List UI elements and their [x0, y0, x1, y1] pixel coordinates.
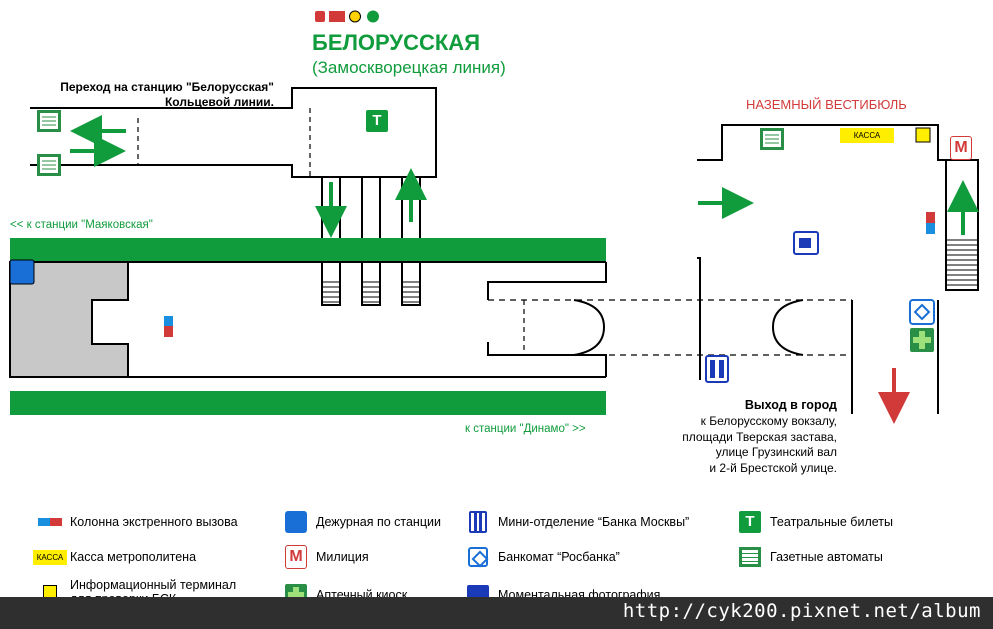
newspaper-machine-icon [760, 128, 784, 150]
legend-item: Мини-отделение “Банка Москвы” [464, 510, 689, 534]
exit-line: улице Грузинский вал [715, 445, 837, 459]
newspaper-machine-icon [37, 110, 61, 132]
mts-logo-icon [329, 11, 345, 22]
exit-title: Выход в город [744, 398, 837, 412]
pharmacy-kiosk-icon [910, 328, 934, 352]
police-icon: М [950, 136, 972, 160]
watermark-url: http://cyk200.pixnet.net/album [622, 600, 981, 622]
legend-label: Колонна экстренного вызова [70, 515, 238, 529]
legend-item: Газетные автоматы [736, 545, 883, 569]
bank-moscow-icon [705, 355, 729, 383]
kassa-icon: КАССА [32, 545, 68, 569]
exit-line: и 2-й Брестской улице. [709, 460, 837, 475]
newspaper-machine-icon [37, 154, 61, 176]
emergency-column-icon [926, 212, 935, 223]
legend-item: Т Театральные билеты [736, 510, 893, 534]
beeline-logo-icon [349, 10, 361, 23]
transfer-corridor [30, 87, 437, 178]
legend-label: Мини-отделение “Банка Москвы” [498, 515, 690, 529]
legend-label: Газетные автоматы [770, 550, 883, 564]
station-map [9, 10, 979, 424]
kassa-icon-text: КАССА [32, 549, 68, 565]
track-top [10, 238, 606, 262]
legend-label: Театральные билеты [770, 515, 893, 529]
theatre-letter: Т [739, 511, 761, 533]
kassa-icon: КАССА [840, 128, 894, 143]
legend-label: Милиция [316, 550, 369, 564]
bank-moscow-icon [464, 510, 492, 534]
transfer-label: Переход на станцию "Белорусская" Кольцев… [60, 80, 274, 109]
vestibule [697, 124, 979, 414]
police-icon-letter: М [285, 545, 307, 569]
emergency-column-icon [36, 510, 64, 534]
emergency-column-icon [164, 316, 173, 326]
vestibule-label: НАЗЕМНЫЙ ВЕСТИБЮЛЬ [746, 97, 907, 112]
police-icon: М [282, 545, 310, 569]
theatre-tickets-icon: Т [366, 110, 388, 132]
direction-dinamo: к станции "Динамо" >> [465, 423, 586, 435]
metro-logo-icon [315, 11, 325, 22]
vestibule-passage [488, 299, 853, 356]
rosbank-atm-icon [909, 299, 935, 325]
exit-line: площади Тверская застава, [682, 429, 837, 444]
track-bottom [10, 391, 606, 415]
legend-item: М Милиция [282, 545, 369, 569]
exit-directions: к Белорусскому вокзалу, площади Тверская… [600, 414, 837, 476]
duty-room-icon [9, 259, 35, 285]
header-logos [315, 10, 379, 23]
page-subtitle: (Замоскворецкая линия) [312, 58, 506, 77]
legend-label: Касса метрополитена [70, 550, 197, 564]
page-title: БЕЛОРУССКАЯ [312, 30, 481, 55]
legend-label: Дежурная по станции [316, 515, 441, 529]
legend-item: Банкомат “Росбанка” [464, 545, 620, 569]
rosbank-atm-icon [464, 545, 492, 569]
vestibule-stairs [946, 239, 978, 286]
legend-label: Банкомат “Росбанка” [498, 550, 620, 564]
legend-item: Дежурная по станции [282, 510, 441, 534]
direction-mayakovskaya: << к станции "Маяковская" [10, 219, 153, 231]
duty-room-icon [282, 510, 310, 534]
megafon-logo-icon [367, 10, 379, 23]
newspaper-machine-icon [736, 545, 764, 569]
escalator-steps [322, 281, 420, 303]
legend-item: Колонна экстренного вызова [36, 510, 238, 534]
info-terminal-icon [915, 127, 931, 143]
exit-line: к Белорусскому вокзалу, [700, 414, 837, 428]
watermark-bar: http://cyk200.pixnet.net/album [0, 597, 993, 629]
legend-item: КАССА Касса метрополитена [32, 545, 197, 569]
theatre-tickets-icon: Т [736, 510, 764, 534]
platform [9, 261, 607, 378]
